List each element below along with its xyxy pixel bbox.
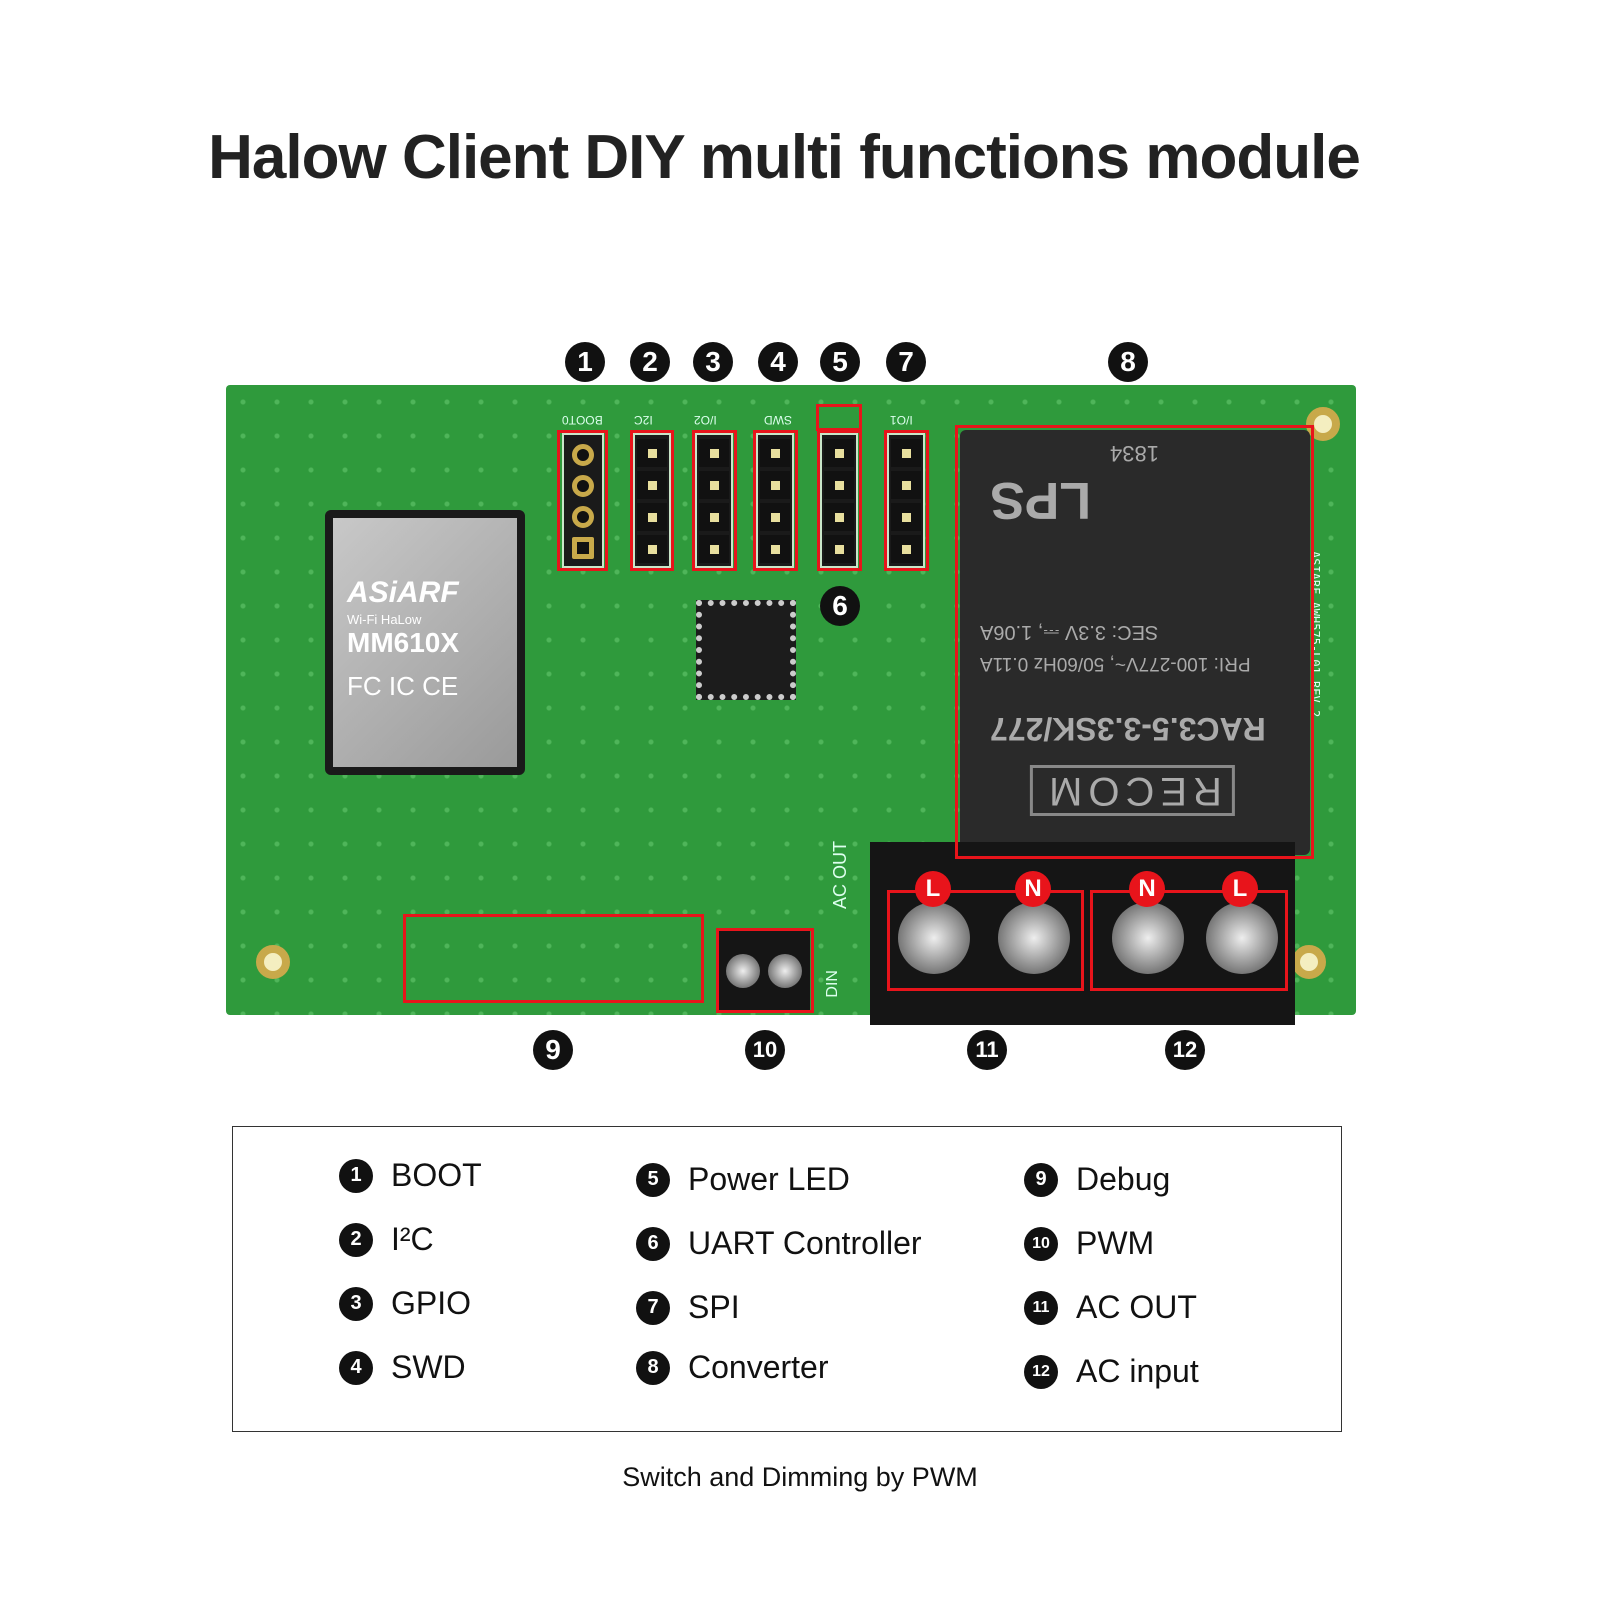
legend-marker: 7 (636, 1290, 670, 1325)
legend-marker: 3 (339, 1286, 373, 1321)
legend-label: SWD (391, 1349, 466, 1385)
highlight-gpio (692, 430, 737, 571)
terminal-label-l: L (915, 871, 951, 907)
legend: 1 BOOT 2 I²C 3 GPIO 4 SWD 5 Power LED 6 UART C… (232, 1126, 1342, 1432)
highlight-power-led (816, 404, 862, 431)
highlight-spi (884, 430, 929, 571)
marker-10: 10 (745, 1030, 785, 1070)
legend-marker: 12 (1024, 1354, 1058, 1389)
highlight-ac-out (887, 890, 1084, 991)
marker-12: 12 (1165, 1030, 1205, 1070)
legend-item: 11 AC OUT (1024, 1289, 1197, 1326)
marker-1: 1 (565, 342, 605, 382)
legend-label: BOOT (391, 1157, 482, 1193)
legend-label: PWM (1076, 1225, 1155, 1261)
highlight-boot (557, 430, 608, 571)
legend-item: 6 UART Controller (636, 1225, 922, 1262)
marker-9: 9 (533, 1030, 573, 1070)
silk-boot0: BOOT0 (562, 413, 603, 427)
highlight-uart (817, 430, 862, 571)
legend-label: AC input (1076, 1353, 1199, 1389)
gpio-header[interactable] (695, 433, 733, 568)
mcu-chip (696, 600, 796, 700)
highlight-pwm (716, 928, 814, 1013)
silk-io1: I/O1 (890, 413, 913, 427)
marker-11: 11 (967, 1030, 1007, 1070)
legend-label: Debug (1076, 1161, 1171, 1197)
silk-din: DIN (824, 970, 841, 998)
silk-ac-out: AC OUT (830, 841, 850, 910)
legend-item: 10 PWM (1024, 1225, 1154, 1262)
mounting-hole (1292, 945, 1326, 979)
legend-label: AC OUT (1076, 1289, 1197, 1325)
marker-3: 3 (693, 342, 733, 382)
highlight-swd (753, 430, 798, 571)
legend-item: 12 AC input (1024, 1353, 1199, 1390)
legend-item: 3 GPIO (339, 1285, 471, 1322)
legend-label: GPIO (391, 1285, 472, 1321)
legend-item: 2 I²C (339, 1221, 434, 1258)
legend-item: 7 SPI (636, 1289, 740, 1326)
marker-7: 7 (886, 342, 926, 382)
silk-swd: SWD (764, 413, 792, 427)
module-brand: ASiARF (347, 576, 459, 609)
legend-marker: 5 (636, 1162, 670, 1197)
module-model: MM610X (347, 627, 460, 658)
wifi-halow-module: ASiARF Wi-Fi HaLow MM610X FC IC CE (325, 510, 525, 775)
highlight-debug (403, 914, 704, 1003)
silk-i2c: I2C (634, 413, 653, 427)
i2c-header[interactable] (633, 433, 671, 568)
terminal-label-n: N (1015, 871, 1051, 907)
swd-header[interactable] (756, 433, 794, 568)
page-title: Halow Client DIY multi functions module (208, 123, 1361, 192)
caption: Switch and Dimming by PWM (622, 1462, 978, 1492)
legend-item: 1 BOOT (339, 1157, 482, 1194)
legend-item: 4 SWD (339, 1349, 466, 1386)
module-cert: FC IC CE (347, 671, 459, 701)
legend-label: UART Controller (688, 1225, 922, 1261)
legend-item: 8 Converter (636, 1349, 829, 1386)
boot-header[interactable] (562, 433, 604, 568)
legend-item: 5 Power LED (636, 1161, 850, 1198)
legend-marker: 11 (1024, 1290, 1058, 1325)
marker-5: 5 (820, 342, 860, 382)
legend-marker: 9 (1024, 1162, 1058, 1197)
module-sub: Wi-Fi HaLow (347, 612, 422, 627)
marker-6: 6 (820, 586, 860, 626)
legend-label: SPI (688, 1289, 740, 1325)
legend-label: Power LED (688, 1161, 850, 1197)
pwm-terminal[interactable] (718, 930, 810, 1012)
uart-header[interactable] (820, 433, 858, 568)
terminal-label-n: N (1129, 871, 1165, 907)
marker-8: 8 (1108, 342, 1148, 382)
legend-marker: 2 (339, 1222, 373, 1257)
legend-marker: 6 (636, 1226, 670, 1261)
mounting-hole (256, 945, 290, 979)
legend-item: 9 Debug (1024, 1161, 1170, 1198)
highlight-converter (955, 425, 1314, 859)
legend-label: Converter (688, 1349, 829, 1385)
power-converter: 1834 LPS SEC: 3.3V ⎓, 1.06A PRI: 100-277… (960, 430, 1310, 855)
highlight-ac-input (1090, 890, 1288, 991)
terminal-label-l: L (1222, 871, 1258, 907)
legend-label: I²C (391, 1221, 434, 1257)
spi-header[interactable] (887, 433, 925, 568)
legend-marker: 8 (636, 1350, 670, 1385)
legend-marker: 4 (339, 1350, 373, 1385)
marker-2: 2 (630, 342, 670, 382)
silk-io2: I/O2 (694, 413, 717, 427)
highlight-i2c (630, 430, 674, 571)
legend-marker: 1 (339, 1158, 373, 1193)
ac-terminal-block[interactable] (870, 842, 1295, 1025)
legend-marker: 10 (1024, 1226, 1058, 1261)
marker-4: 4 (758, 342, 798, 382)
